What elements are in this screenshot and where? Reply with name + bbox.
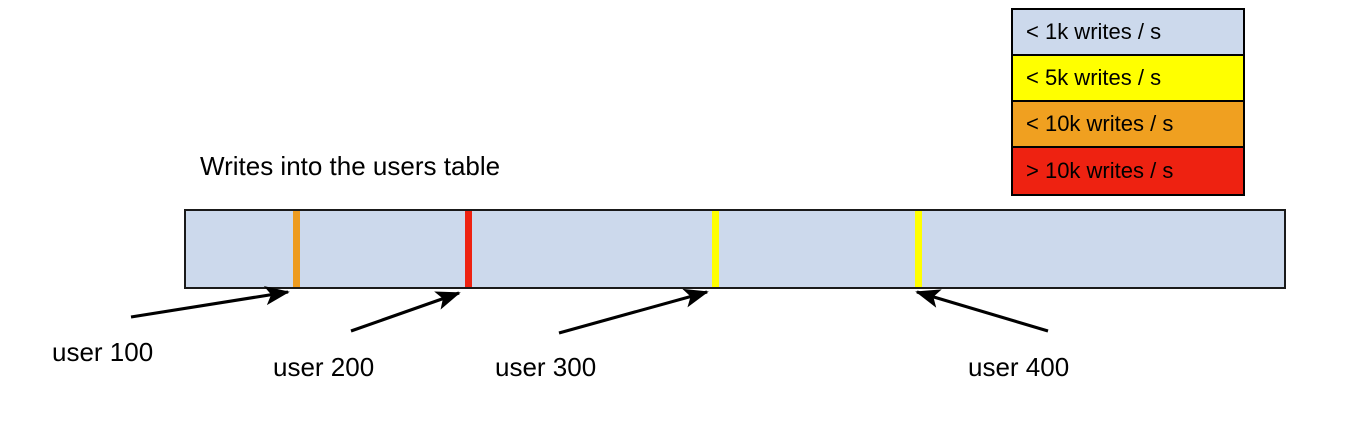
legend-item-label: < 10k writes / s (1026, 111, 1174, 136)
arrow-user-400 (915, 289, 1049, 333)
legend-item-lt-1k: < 1k writes / s (1013, 10, 1243, 56)
legend-item-label: < 1k writes / s (1026, 19, 1162, 44)
divider-user-100 (293, 211, 300, 287)
chart-title: Writes into the users table (200, 151, 501, 181)
label-user-100: user 100 (52, 337, 154, 367)
users-table-bar (184, 209, 1286, 289)
legend-item-gt-10k: > 10k writes / s (1013, 148, 1243, 194)
divider-user-300 (712, 211, 719, 287)
legend-item-label: < 5k writes / s (1026, 65, 1162, 90)
label-user-400: user 400 (968, 352, 1070, 382)
arrow-user-100 (130, 286, 290, 319)
legend-item-lt-5k: < 5k writes / s (1013, 56, 1243, 102)
legend-item-lt-10k: < 10k writes / s (1013, 102, 1243, 148)
label-user-200: user 200 (273, 352, 375, 382)
arrow-user-200 (350, 291, 461, 333)
arrow-user-300 (558, 288, 709, 335)
legend-item-label: > 10k writes / s (1026, 158, 1174, 183)
label-user-300: user 300 (495, 352, 597, 382)
divider-user-400 (915, 211, 922, 287)
legend: < 1k writes / s < 5k writes / s < 10k wr… (1011, 8, 1245, 196)
divider-user-200 (465, 211, 472, 287)
